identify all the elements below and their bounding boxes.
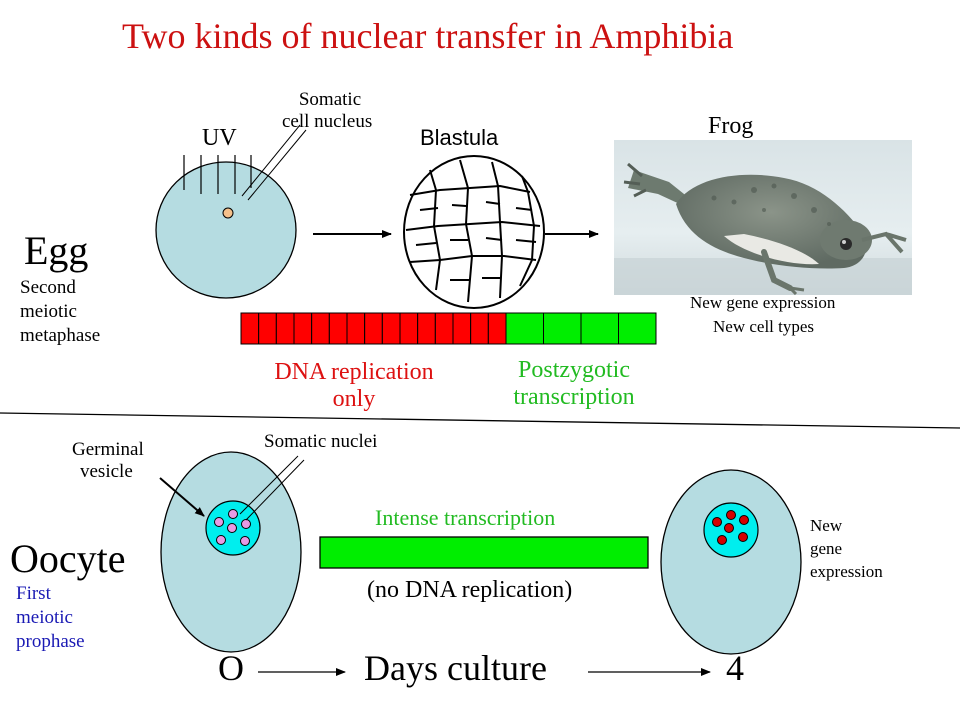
egg-outcome-line-1: New gene expression [690,293,836,312]
section-divider [0,412,960,429]
bar-segment-red [293,312,313,345]
oocyte-outcome-line-3: expression [810,562,883,581]
bar-segment-red [328,312,348,345]
nucleus-label-line-2: cell nucleus [282,111,373,132]
egg-progress-bar [240,312,657,345]
oocyte-label: Oocyte [10,536,126,581]
bar-segment-red [434,312,454,345]
somatic-nucleus [222,207,234,219]
oocyte-outcome-line-1: New [810,516,843,535]
oocyte-cell-end [660,469,802,655]
timeline-start: O [218,648,244,688]
nucleus-pointer [241,124,307,201]
somatic-nuclei-red [712,510,749,545]
bar-segment-red [487,312,507,345]
bar-segment-green [618,312,657,345]
egg-cell [155,161,297,299]
uv-label: UV [202,125,237,151]
vesicle-label-line-1: Germinal [72,439,144,460]
oocyte-outcome-line-2: gene [810,539,843,558]
bar-segment-green [505,312,544,345]
bar-segment-red [240,312,260,345]
somatic-nuclei-pink [214,509,251,546]
bar-segment-red [452,312,472,345]
blastula [403,155,545,309]
bar-segment-red [346,312,366,345]
frog-label: Frog [708,113,754,139]
blastula-label: Blastula [420,125,499,150]
oocyte-stage-line-1: First [16,583,51,604]
bar-segment-red [470,312,489,345]
bar-segment-red [311,312,330,345]
replication-label-line-1: DNA replication [274,359,434,385]
oocyte-stage-line-2: meiotic [16,607,73,628]
replication-label-line-2: only [332,386,376,412]
bar-segment-red [364,312,383,345]
timeline-label: Days culture [364,648,547,688]
no-replication-label: (no DNA replication) [367,577,573,603]
arrow-germinal-vesicle [159,477,205,517]
oocyte-stage-line-3: prophase [16,631,85,652]
uv-rays [183,155,252,194]
egg-stage-line-1: Second [20,277,76,298]
egg-stage-line-3: metaphase [20,325,101,346]
bar-segment-green [580,312,619,345]
transcription-label-line-1: Postzygotic [518,357,630,383]
nucleus-label-line-1: Somatic [298,89,362,110]
intense-transcription-label: Intense transcription [375,505,556,530]
intense-transcription-bar [319,536,649,569]
slide-title: Two kinds of nuclear transfer in Amphibi… [122,16,734,56]
egg-label: Egg [24,228,89,273]
bar-segment-green [543,312,582,345]
egg-outcome-line-2: New cell types [713,317,815,336]
bar-segment-red [417,312,436,345]
bar-segment-red [399,312,419,345]
bar-segment-red [258,312,277,345]
nuclei-pointer [239,455,305,521]
timeline-end: 4 [726,648,744,688]
vesicle-label-line-2: vesicle [80,461,133,482]
transcription-label-line-2: transcription [513,384,635,410]
egg-stage-line-2: meiotic [20,301,77,322]
nuclei-label: Somatic nuclei [264,431,378,452]
frog-photo [614,140,912,295]
bar-segment-red [275,312,295,345]
bar-segment-red [381,312,401,345]
